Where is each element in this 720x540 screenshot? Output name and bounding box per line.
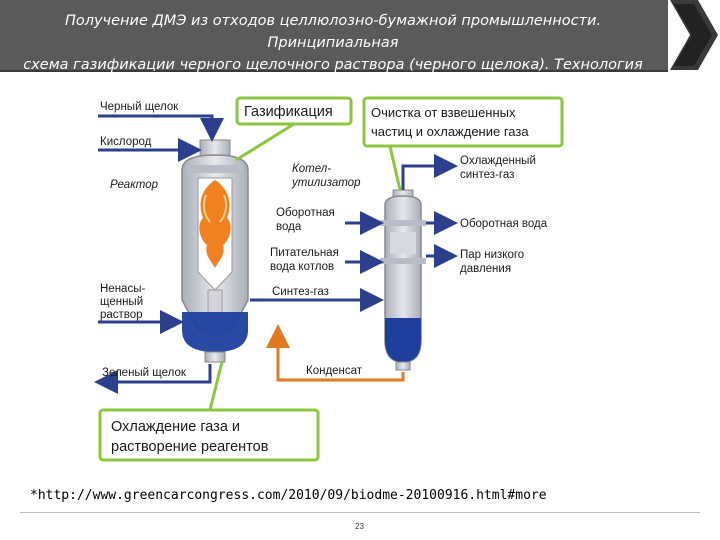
unsat-label-3: раствор [100, 309, 143, 321]
footer-divider [20, 512, 700, 513]
oxygen-label: Кислород [100, 136, 152, 148]
circ-water-out-label: Оборотная вода [460, 218, 548, 230]
source-link[interactable]: *http://www.greencarcongress.com/2010/09… [30, 488, 547, 503]
lp-steam-label-2: давления [460, 263, 511, 275]
flame-icon [199, 180, 231, 268]
cleaning-box [362, 96, 564, 148]
cooling-label-1: Охлаждение газа и [111, 419, 240, 435]
page-number: 23 [355, 522, 364, 531]
circ-water-label-2: вода [276, 221, 302, 233]
unsat-label-1: Ненасы- [100, 283, 145, 295]
circ-water-label-1: Оборотная [276, 207, 335, 219]
boiler-label-1: Котел- [292, 163, 331, 175]
slide-title-line2: схема газификации черного щелочного раст… [23, 57, 643, 95]
slide-title-line1: Получение ДМЭ из отходов целлюлозно-бума… [64, 13, 602, 51]
syngas-label: Синтез-газ [272, 286, 329, 298]
cooling-box [98, 408, 320, 462]
black-liquor-label: Черный щелок [100, 101, 179, 113]
cooled-syngas-label-1: Охлажденный [460, 155, 536, 167]
cooled-syngas-label-2: синтез-газ [460, 169, 514, 181]
unsat-label-2: щенный [100, 296, 143, 308]
green-liquor-label: Зеленый щелок [102, 367, 187, 379]
condensate-label: Конденсат [306, 365, 363, 377]
title-banner: Получение ДМЭ из отходов целлюлозно-бума… [0, 0, 668, 95]
cooler-vessel [380, 189, 426, 371]
next-chevron-icon [670, 0, 718, 70]
feed-water-label-2: вода котлов [270, 261, 334, 273]
cleaning-label-1: Очистка от взвешенных [371, 105, 516, 120]
boiler-label-2: утилизатор [291, 177, 361, 189]
slide-title: Получение ДМЭ из отходов целлюлозно-бума… [8, 10, 658, 98]
cleaning-label-2: частиц и охлаждение газа [371, 124, 529, 139]
feed-water-label-1: Питательная [270, 247, 339, 259]
flow-arrows [94, 114, 458, 394]
condensate-arrow [266, 324, 405, 382]
lp-steam-label-1: Пар низкого [460, 249, 524, 261]
cooling-label-2: растворение реагентов [111, 439, 269, 455]
reactor-label: Реактор [110, 179, 159, 191]
gasification-label: Газификация [244, 104, 333, 120]
